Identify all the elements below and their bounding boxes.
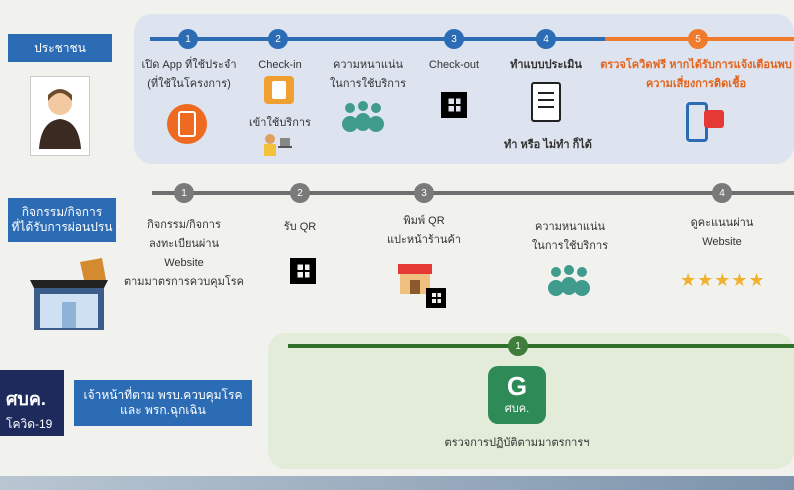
step-number: 2 [290, 183, 310, 203]
person-at-desk-icon [258, 132, 294, 162]
step-label: ตรวจการปฏิบัติตามมาตรการฯ [444, 437, 590, 449]
step-label-alert: ตรวจโควิดฟรี หากได้รับการแจ้งเตือนพบ ควา… [600, 59, 792, 90]
officer-timeline [288, 344, 794, 348]
step-label: ทำแบบประเมิน [510, 59, 582, 71]
qr-code-icon [441, 92, 467, 118]
cca-app-icon: G ศบค. [488, 366, 546, 424]
person-avatar-icon [30, 76, 90, 156]
crowd-icon [338, 100, 388, 134]
step-sub-label: ทำ หรือ ไม่ทำ ก็ได้ [504, 139, 592, 151]
step-number: 1 [508, 336, 528, 356]
document-icon [531, 82, 561, 122]
business-timeline [152, 191, 794, 195]
officer-label: เจ้าหน้าที่ตาม พรบ.ควบคุมโรค และ พรก.ฉุก… [74, 380, 252, 426]
step-label: รับ QR [283, 221, 317, 233]
step-number: 4 [712, 183, 732, 203]
app-logo-text: ศบค. [504, 403, 530, 415]
crowd-icon [544, 264, 594, 298]
step-label: Check-out [428, 59, 480, 71]
cca-logo-text: ศบค. [6, 389, 46, 409]
step-label: ความหนาแน่น ในการใช้บริการ [531, 221, 609, 252]
qr-scan-phone-icon [264, 76, 294, 104]
step-number: 1 [174, 183, 194, 203]
footer-strip [0, 476, 794, 490]
step-number: 5 [688, 29, 708, 49]
step-number: 2 [268, 29, 288, 49]
rating-stars: ★★★★★ [680, 270, 766, 290]
app-logo-letter: G [506, 371, 528, 401]
step-label: ดูคะแนนผ่าน Website [690, 217, 754, 248]
qr-code-icon [426, 288, 446, 308]
step-number: 1 [178, 29, 198, 49]
cca-logo: ศบค. โควิด-19 [0, 370, 64, 436]
citizen-label: ประชาชน [8, 34, 112, 62]
cca-logo-sub: โควิด-19 [6, 417, 53, 431]
step-label: กิจกรรม/กิจการ ลงทะเบียนผ่าน Website ตาม… [123, 219, 245, 288]
step-number: 3 [444, 29, 464, 49]
bell-icon [704, 110, 724, 128]
step-label: เปิด App ที่ใช้ประจำ (ที่ใช้ในโครงการ) [141, 59, 237, 90]
step-label: ความหนาแน่น ในการใช้บริการ [329, 59, 407, 90]
step-number: 3 [414, 183, 434, 203]
shop-icon [30, 258, 108, 332]
step-sub-label: เข้าใช้บริการ [249, 117, 311, 129]
qr-code-icon [290, 258, 316, 284]
citizen-timeline [150, 37, 605, 41]
step-label: พิมพ์ QR แปะหน้าร้านค้า [386, 215, 462, 246]
step-number: 4 [536, 29, 556, 49]
step-label: Check-in [258, 59, 302, 71]
storefront-icon [398, 264, 432, 294]
business-label: กิจกรรม/กิจการ ที่ได้รับการผ่อนปรน [8, 198, 116, 242]
phone-icon [167, 104, 207, 144]
